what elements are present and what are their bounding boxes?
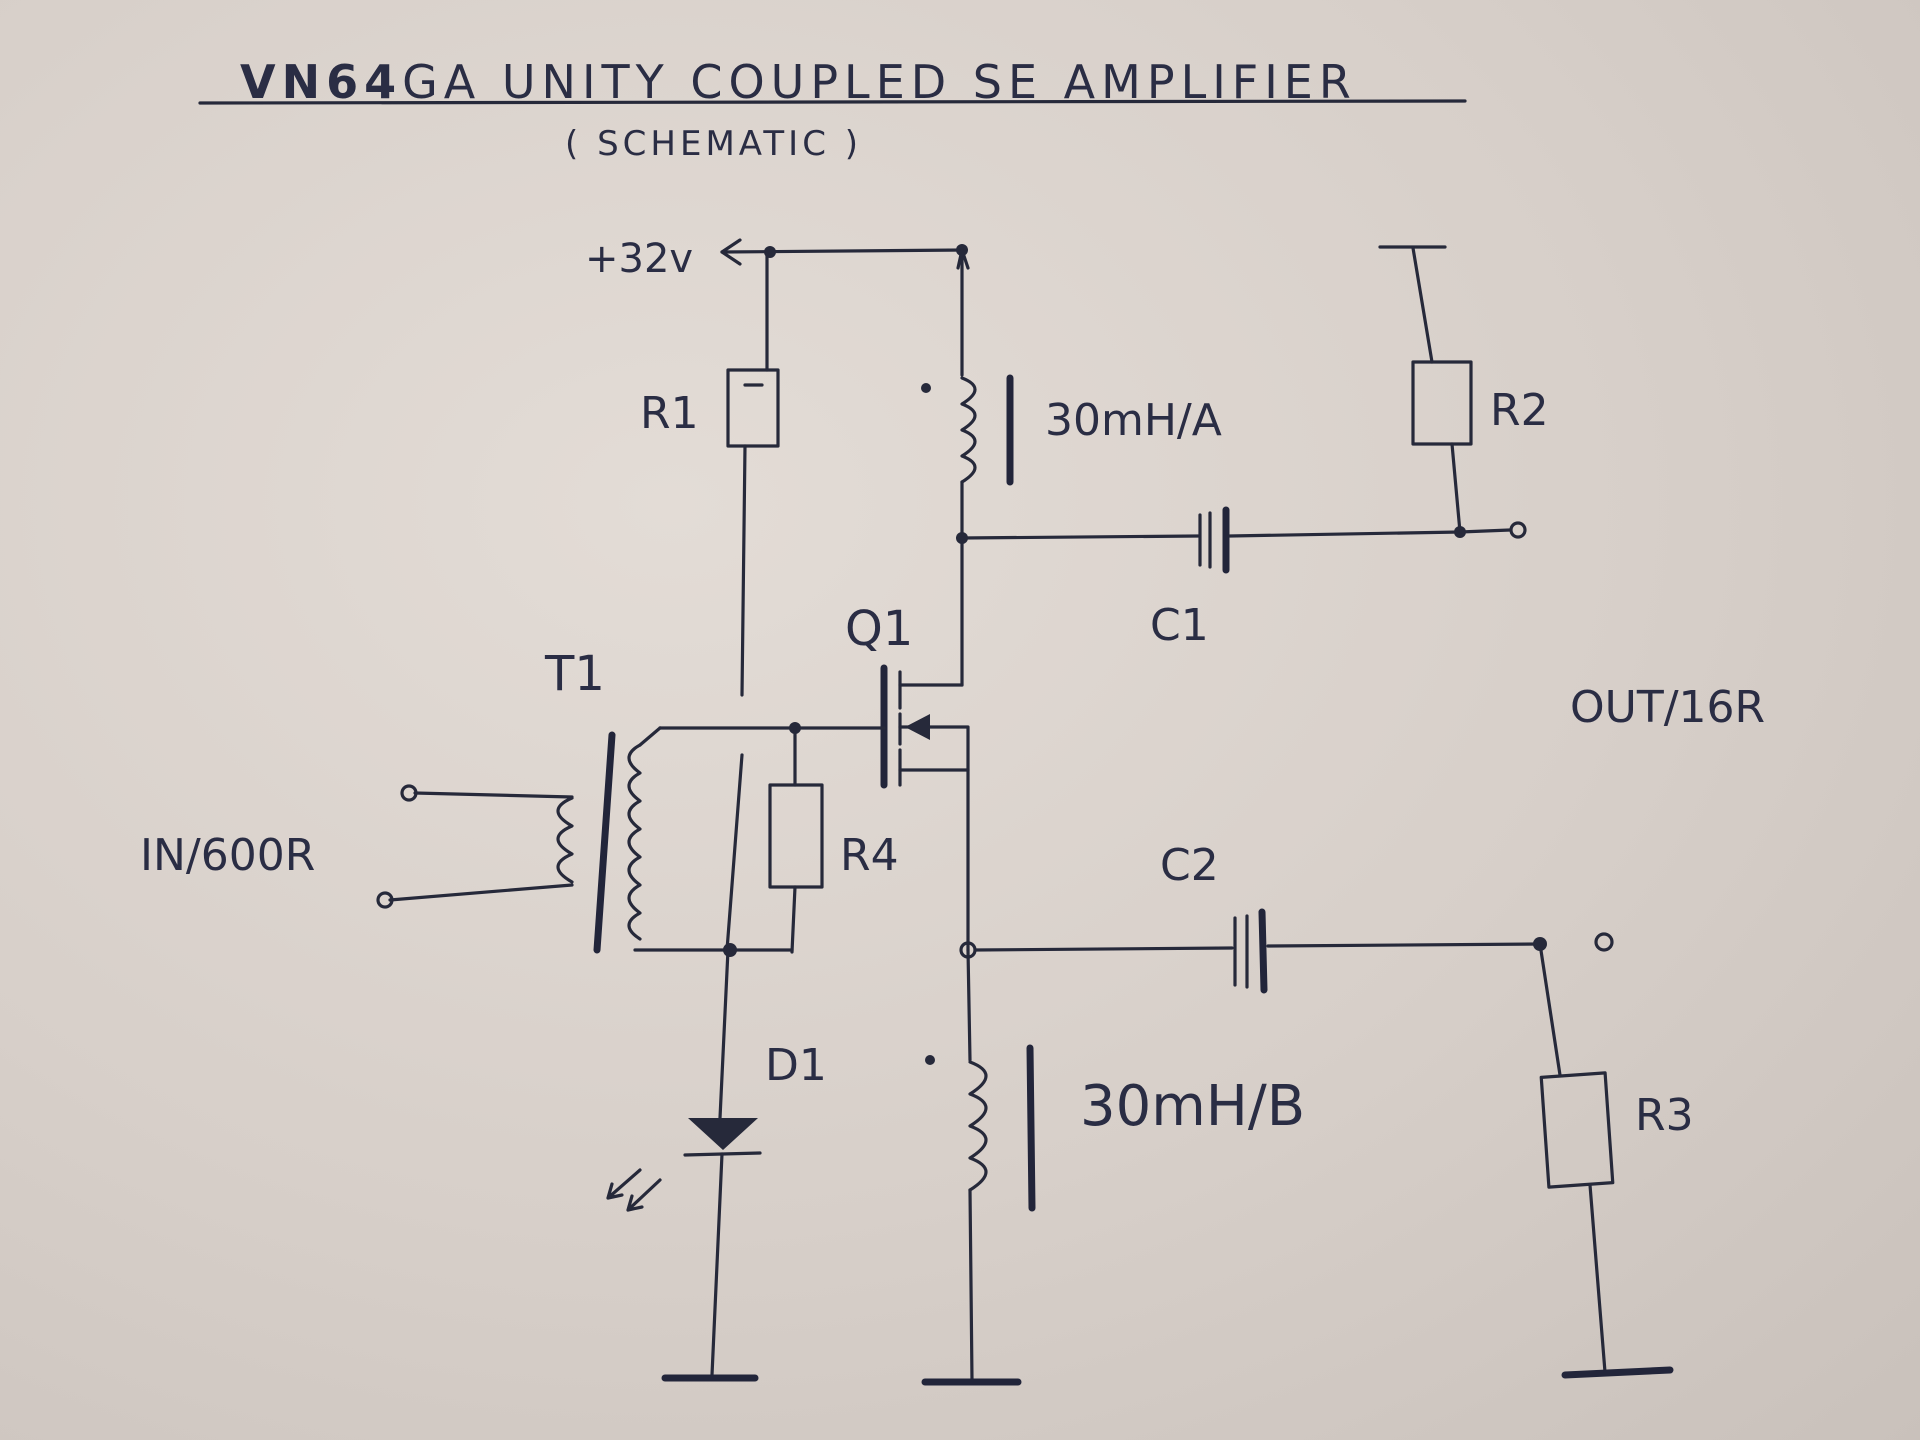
out-bottom-terminal[interactable] [1594,932,1614,952]
r1-resistor [726,368,780,448]
r3-top-wire [1538,942,1562,1077]
c2-label: C2 [1160,840,1219,891]
lb-core [1026,1044,1036,1212]
c1-left-wire [960,534,1200,540]
r4-bottom-wire [790,885,797,954]
ground-symbol-3 [1561,1366,1674,1379]
in-bottom-terminal[interactable] [376,891,394,909]
in-top-terminal[interactable] [400,784,418,802]
r4-resistor [768,783,824,889]
t1-sec-top-lead [638,726,662,747]
q1-label: Q1 [845,601,913,657]
r2-label: R2 [1490,385,1549,436]
supply-arrow-icon [720,238,742,266]
r3-resistor [1539,1071,1615,1189]
q1-arrow-icon [905,714,930,740]
lb-top-wire [966,948,972,1062]
in-bottom-wire [388,883,574,902]
lb-coil [968,1060,988,1192]
r1-label: R1 [640,388,699,439]
r4-label: R4 [840,830,899,881]
d1-diode-triangle [688,1118,758,1150]
lb-bottom-wire [968,1188,974,1382]
la-label: 30mH/A [1045,395,1222,446]
out-top-terminal[interactable] [1509,521,1527,539]
r2-top-wire [1411,246,1434,364]
supply-rail [720,248,967,254]
c1-right-wire [1228,530,1462,538]
in-top-wire [413,791,574,799]
t1-primary-coil [556,796,574,884]
bias-wire [725,753,744,952]
c2-plate-3 [1258,908,1268,994]
c2-right-wire [1266,942,1542,948]
lb-dot [925,1055,935,1065]
supply-label: +32v [585,236,693,282]
r2-bottom-wire [1450,442,1462,534]
title-part-number: VN64 [240,55,402,109]
r3-label: R3 [1635,1090,1694,1141]
r2-resistor [1411,360,1473,446]
title-block: VN64GA UNITY COUPLED SE AMPLIFIER ( SCHE… [198,55,1467,164]
t1-secondary-coil [627,743,642,941]
bias-node [723,943,737,957]
t1-core [593,731,616,954]
la-dot [921,383,931,393]
t1-label: T1 [544,646,605,702]
q1-source-body [898,725,970,952]
d1-top-wire [718,948,730,1120]
d1-bottom-wire [710,1152,724,1377]
d1-label: D1 [765,1040,827,1091]
subtitle: ( SCHEMATIC ) [565,124,862,164]
lb-label: 30mH/B [1080,1074,1305,1139]
la-arrow-icon [956,248,970,270]
r1-bottom-wire [740,444,747,697]
c2-left-wire [973,946,1234,952]
title-underline [198,99,1467,105]
r3-bottom-wire [1588,1183,1607,1374]
input-label: IN/600R [140,830,315,881]
out-top-lead [1458,528,1512,534]
c1-label: C1 [1150,600,1209,651]
output-label: OUT/16R [1570,682,1765,733]
led-light-icon [606,1168,662,1212]
la-coil [960,376,977,484]
